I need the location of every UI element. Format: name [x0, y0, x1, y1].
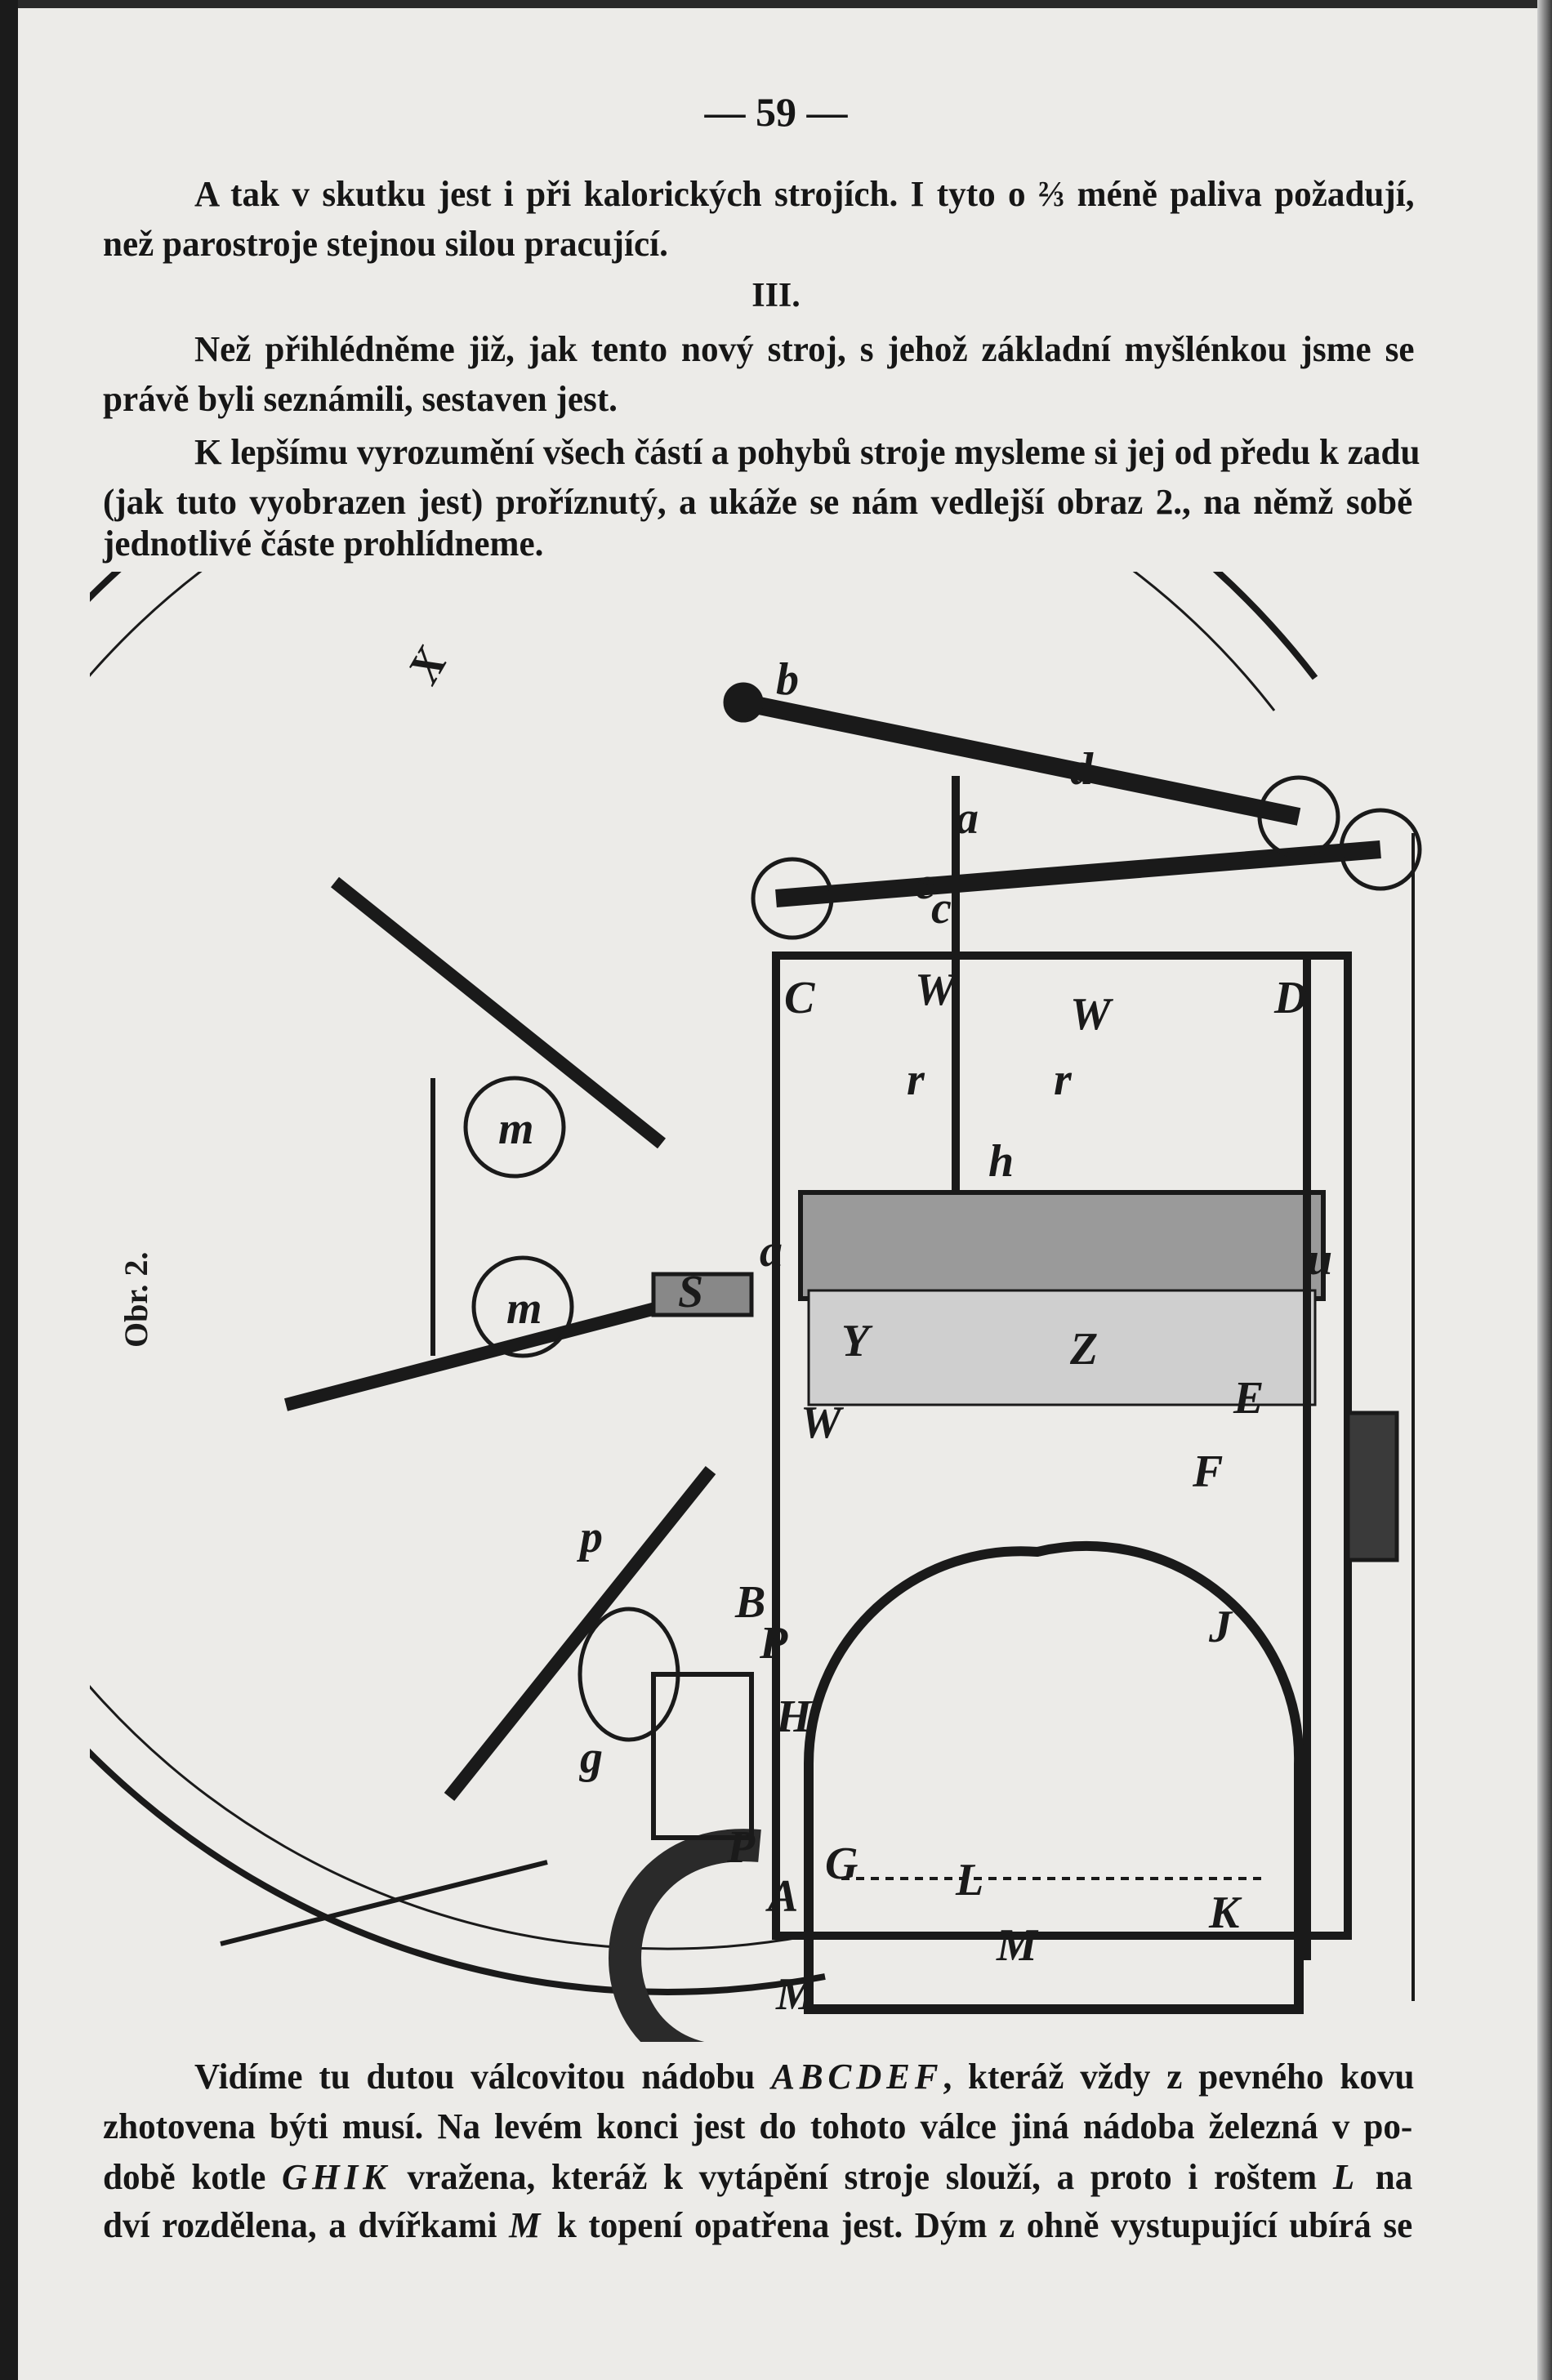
- lever-arm: [775, 840, 1381, 907]
- flue-pipe: [609, 1829, 761, 2042]
- figure-label: p: [577, 1512, 603, 1562]
- figure-label: L: [955, 1855, 983, 1905]
- text-line: právě byli seznámili, sestaven jest.: [103, 379, 618, 419]
- figure-label: e: [915, 858, 935, 909]
- figure-label: C: [784, 973, 815, 1023]
- text-line: Vidíme tu dutou válcovitou nádobu ABCDEF…: [194, 2056, 1415, 2097]
- text-line: (jak tuto vyobrazen jest) proříznutý, a …: [103, 482, 1413, 522]
- figure-label: h: [988, 1136, 1014, 1187]
- figure-label: m: [506, 1283, 542, 1334]
- piston-packing: [807, 1289, 1317, 1406]
- figure-label: K: [1208, 1888, 1242, 1938]
- figure-label: F: [1192, 1446, 1223, 1497]
- text-line: A tak v skutku jest i při kalorických st…: [194, 174, 1415, 214]
- figure-label: a: [760, 1226, 783, 1277]
- figure-label: M: [996, 1920, 1039, 1971]
- text-line: než parostroje stejnou silou pracující.: [103, 224, 668, 264]
- governor-ball: [463, 1076, 566, 1179]
- figure-label: m: [498, 1103, 534, 1154]
- figure-caption: Obr. 2.: [118, 1252, 154, 1348]
- text-span: vražena, kteráž k vytápění stroje slouží…: [390, 2157, 1333, 2197]
- pump-body: [651, 1672, 754, 1840]
- figure-label: c: [931, 883, 952, 934]
- text-line: době kotle GHIK vražena, kteráž k vytápě…: [103, 2156, 1412, 2198]
- piston: [798, 1190, 1326, 1301]
- figure-label: J: [1208, 1602, 1233, 1652]
- pump-rod: [651, 1272, 754, 1317]
- figure-label: g: [578, 1732, 603, 1783]
- scan-border-right: [1537, 0, 1552, 2380]
- figure-label: d: [1070, 744, 1094, 795]
- text-line: jednotlivé částe prohlídneme.: [103, 524, 544, 564]
- figure-label: P: [759, 1618, 788, 1669]
- figure-label: Z: [1069, 1324, 1098, 1375]
- text-line: Než přihlédněme již, jak tento nový stro…: [194, 329, 1415, 369]
- label-l: L: [1332, 2157, 1360, 2197]
- engine-cross-section-figure: X m m b d a e c C D W W r r h a u Y Z S …: [90, 572, 1422, 2042]
- figure-label: A: [765, 1871, 798, 1922]
- figure-label: r: [907, 1054, 925, 1105]
- air-vessel: [578, 1607, 680, 1742]
- figure-label: a: [956, 793, 979, 844]
- text-span: Vidíme tu dutou válcovitou nádobu: [194, 2057, 772, 2097]
- figure-label: P: [726, 1822, 756, 1873]
- figure-label: W: [801, 1397, 845, 1448]
- figure-label: H: [775, 1691, 813, 1742]
- text-span: na: [1359, 2157, 1413, 2197]
- text-line: zhotovena býti musí. Na levém konci jest…: [103, 2106, 1413, 2146]
- flywheel-spoke: [283, 1300, 664, 1411]
- figure-label: b: [776, 654, 799, 705]
- page-number: — 59 —: [704, 89, 848, 135]
- figure-label: X: [398, 639, 458, 693]
- flywheel-rim: [90, 572, 1318, 1995]
- scan-border-top: [0, 0, 1552, 8]
- text-span: dví rozdělena, a dvířkami: [103, 2205, 510, 2245]
- flywheel-inner-rim: [90, 572, 1276, 1950]
- figure-label: Y: [841, 1316, 873, 1366]
- text-span: k topení opatřena jest. Dým z ohně vystu…: [545, 2205, 1413, 2245]
- flywheel-spoke: [444, 1466, 716, 1801]
- figure-label: W: [1070, 989, 1114, 1040]
- text-span: době kotle: [103, 2157, 283, 2197]
- governor-ball: [471, 1255, 574, 1358]
- figure-label: G: [825, 1838, 858, 1889]
- pivot: [723, 682, 764, 723]
- text-line: dví rozdělena, a dvířkami M k topení opa…: [103, 2204, 1412, 2246]
- hand-lever: [220, 1860, 548, 1946]
- lever-arm: [741, 693, 1301, 826]
- text-span: , kteráž vždy z pevného kovu: [943, 2057, 1415, 2097]
- frame-bracket: [1345, 1411, 1399, 1562]
- scan-border-left: [0, 0, 18, 2380]
- figure-label: W: [915, 965, 959, 1015]
- figure-label: E: [1233, 1373, 1264, 1424]
- pivot: [751, 857, 834, 940]
- boiler-ghik: [803, 1541, 1304, 2014]
- text-line: K lepšímu vyrozumění všech částí a pohyb…: [194, 432, 1420, 472]
- figure-label: S: [678, 1267, 703, 1317]
- flywheel-spoke: [331, 876, 666, 1149]
- figure-label: M: [775, 1969, 818, 2020]
- label-abcdef: ABCDEF: [771, 2057, 943, 2097]
- pivot: [1339, 808, 1422, 891]
- figure-label: r: [1054, 1054, 1073, 1105]
- label-m: M: [509, 2205, 546, 2245]
- figure-label: B: [734, 1577, 765, 1628]
- pivot: [1257, 775, 1340, 858]
- figure-label: D: [1273, 973, 1307, 1023]
- figure-label: u: [1307, 1234, 1332, 1285]
- label-ghik: GHIK: [282, 2157, 391, 2197]
- section-heading: III.: [751, 277, 801, 314]
